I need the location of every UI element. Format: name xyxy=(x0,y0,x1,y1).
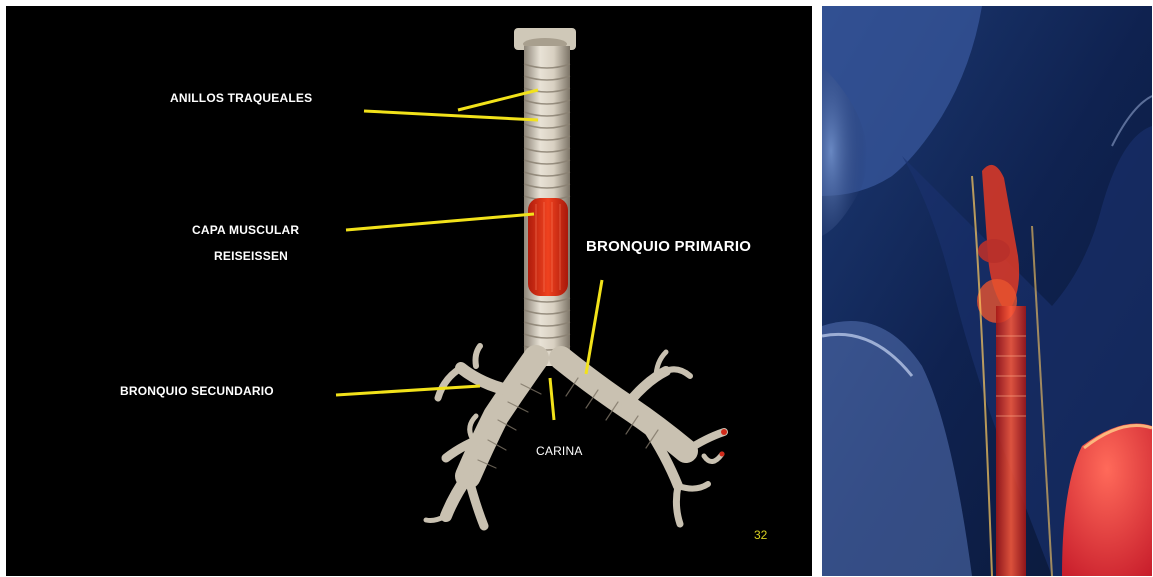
label-anillos-traqueales: ANILLOS TRAQUEALES xyxy=(170,91,312,105)
leader-capa xyxy=(346,214,534,230)
trachea-illustration xyxy=(6,6,812,576)
leader-bronquio-primario xyxy=(586,280,602,374)
label-carina: CARINA xyxy=(536,444,583,458)
label-bronquio-primario: BRONQUIO PRIMARIO xyxy=(586,238,751,255)
leader-bronquio-secundario xyxy=(336,386,480,395)
trachea-diagram-panel: ANILLOS TRAQUEALES CAPA MUSCULAR REISEIS… xyxy=(6,6,812,576)
slide-number: 32 xyxy=(754,528,767,542)
label-reiseissen: REISEISSEN xyxy=(214,249,288,263)
label-capa-muscular: CAPA MUSCULAR xyxy=(192,223,299,237)
muscle-layer xyxy=(528,198,568,296)
leader-carina xyxy=(550,378,554,420)
label-bronquio-secundario: BRONQUIO SECUNDARIO xyxy=(120,384,274,398)
bronchial-tree xyxy=(426,346,727,526)
leader-anillos-b xyxy=(364,111,538,120)
neck-anatomy-image xyxy=(822,6,1152,576)
neck-illustration xyxy=(822,6,1152,576)
